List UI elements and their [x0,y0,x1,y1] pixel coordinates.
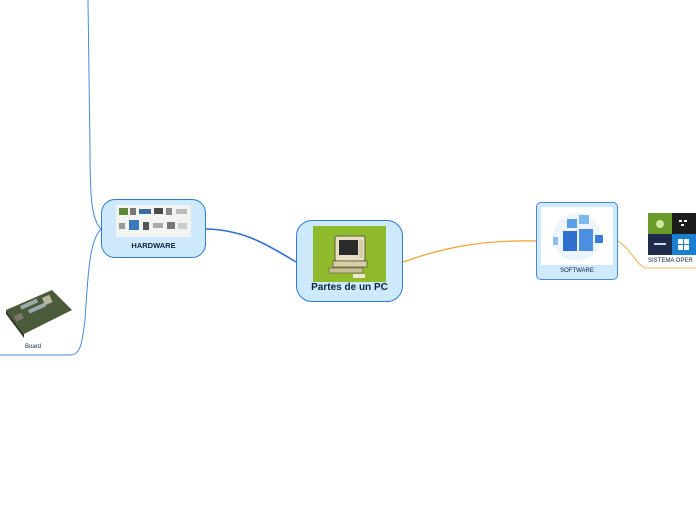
board-label[interactable]: Board [24,344,41,350]
hardware-node-title: HARDWARE [131,241,176,250]
connector-hardware-board [0,228,102,356]
connector-central-software [402,240,537,263]
central-node-title: Partes de un PC [311,282,388,293]
software-node[interactable]: SOFTWARE [536,202,618,280]
software-cubes-icon [541,207,613,265]
connector-central-hardware [205,228,297,263]
motherboard-icon [6,290,72,338]
os-logos-icon [648,213,696,255]
sistema-operativo-label[interactable]: SISTEMA OPER [648,258,693,264]
software-node-title: SOFTWARE [560,268,594,274]
connector-hardware-top [87,0,102,230]
hardware-components-icon [116,205,191,237]
central-node-partes-de-un-pc[interactable]: Partes de un PC [296,220,403,302]
retro-computer-icon [313,226,386,282]
connector-software-so [617,240,696,269]
hardware-node[interactable]: HARDWARE [101,199,206,258]
